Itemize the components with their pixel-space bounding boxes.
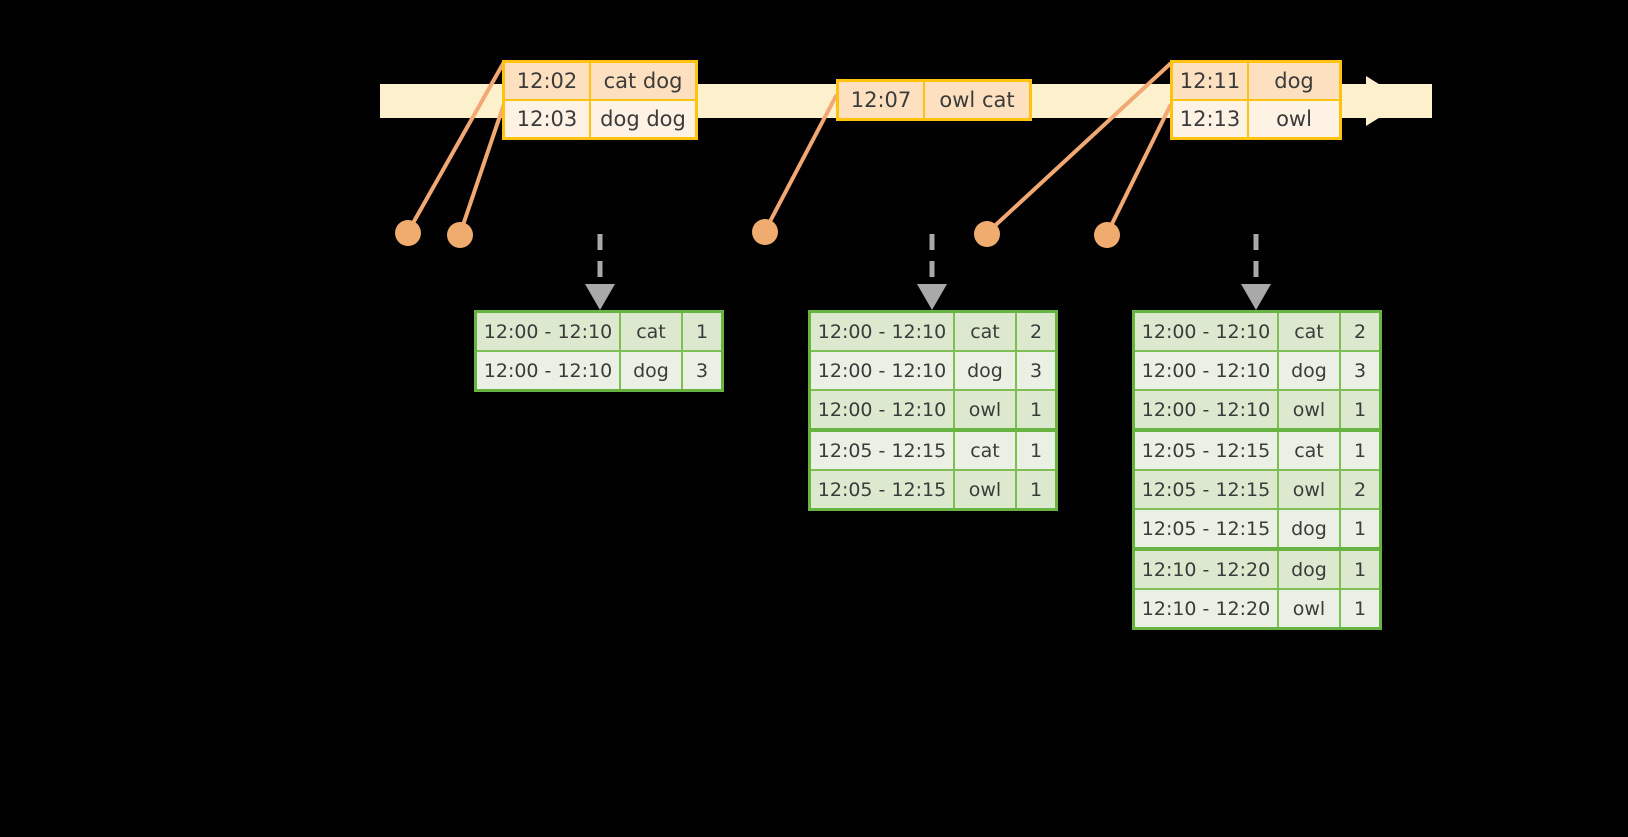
cell-count: 1 xyxy=(683,313,721,350)
cell-count: 1 xyxy=(1017,432,1055,469)
event-words: owl xyxy=(1249,101,1339,137)
event-words: owl cat xyxy=(925,82,1029,118)
cell-word: dog xyxy=(1279,352,1341,389)
event-dot-2 xyxy=(447,222,473,248)
event-words: dog xyxy=(1249,63,1339,99)
cell-word: dog xyxy=(621,352,683,389)
cell-word: owl xyxy=(1279,471,1341,508)
event-words: cat dog xyxy=(591,63,695,99)
cell-count: 1 xyxy=(1341,510,1379,547)
connector-line-2 xyxy=(458,102,506,236)
cell-count: 2 xyxy=(1017,313,1055,350)
cell-count: 1 xyxy=(1017,471,1055,508)
cell-window: 12:00 - 12:10 xyxy=(811,391,955,428)
event-row: 12:03 dog dog xyxy=(505,99,695,137)
event-group-1[interactable]: 12:02 cat dog 12:03 dog dog xyxy=(502,60,698,140)
cell-word: dog xyxy=(1279,551,1341,588)
cell-window: 12:00 - 12:10 xyxy=(1135,313,1279,350)
cell-word: cat xyxy=(955,313,1017,350)
cell-word: owl xyxy=(1279,590,1341,627)
cell-window: 12:00 - 12:10 xyxy=(811,313,955,350)
cell-count: 1 xyxy=(1341,432,1379,469)
event-row: 12:02 cat dog xyxy=(505,63,695,99)
event-group-2[interactable]: 12:07 owl cat xyxy=(836,79,1032,121)
event-row: 12:11 dog xyxy=(1173,63,1339,99)
cell-count: 1 xyxy=(1341,590,1379,627)
cell-count: 1 xyxy=(1017,391,1055,428)
cell-word: cat xyxy=(621,313,683,350)
cell-window: 12:00 - 12:10 xyxy=(1135,352,1279,389)
flow-arrow-head-1 xyxy=(585,284,615,310)
event-words: dog dog xyxy=(591,101,695,137)
cell-word: owl xyxy=(955,391,1017,428)
event-row: 12:13 owl xyxy=(1173,99,1339,137)
event-time: 12:07 xyxy=(839,82,925,118)
cell-word: cat xyxy=(955,432,1017,469)
cell-word: dog xyxy=(955,352,1017,389)
cell-word: owl xyxy=(1279,391,1341,428)
cell-count: 3 xyxy=(1341,352,1379,389)
cell-window: 12:00 - 12:10 xyxy=(477,313,621,350)
cell-window: 12:05 - 12:15 xyxy=(1135,432,1279,469)
cell-window: 12:10 - 12:20 xyxy=(1135,590,1279,627)
cell-count: 2 xyxy=(1341,471,1379,508)
event-time: 12:11 xyxy=(1173,63,1249,99)
cell-word: cat xyxy=(1279,313,1341,350)
flow-arrow-head-2 xyxy=(917,284,947,310)
cell-count: 1 xyxy=(1341,391,1379,428)
cell-word: owl xyxy=(955,471,1017,508)
cell-window: 12:05 - 12:15 xyxy=(811,471,955,508)
event-time: 12:13 xyxy=(1173,101,1249,137)
cell-count: 3 xyxy=(1017,352,1055,389)
cell-count: 1 xyxy=(1341,551,1379,588)
cell-window: 12:05 - 12:15 xyxy=(1135,471,1279,508)
cell-window: 12:05 - 12:15 xyxy=(811,432,955,469)
cell-count: 2 xyxy=(1341,313,1379,350)
event-time: 12:03 xyxy=(505,101,591,137)
cell-count: 3 xyxy=(683,352,721,389)
connector-line-5 xyxy=(1105,104,1172,236)
event-row: 12:07 owl cat xyxy=(839,82,1029,118)
flow-arrow-head-3 xyxy=(1241,284,1271,310)
event-dot-5 xyxy=(1094,222,1120,248)
timeline-arrowhead xyxy=(1366,76,1406,126)
cell-window: 12:00 - 12:10 xyxy=(811,352,955,389)
event-dot-1 xyxy=(395,220,421,246)
event-dot-3 xyxy=(752,219,778,245)
cell-window: 12:00 - 12:10 xyxy=(1135,391,1279,428)
cell-window: 12:00 - 12:10 xyxy=(477,352,621,389)
cell-window: 12:10 - 12:20 xyxy=(1135,551,1279,588)
event-dot-4 xyxy=(974,221,1000,247)
cell-word: cat xyxy=(1279,432,1341,469)
cell-window: 12:05 - 12:15 xyxy=(1135,510,1279,547)
cell-word: dog xyxy=(1279,510,1341,547)
event-group-3[interactable]: 12:11 dog 12:13 owl xyxy=(1170,60,1342,140)
event-time: 12:02 xyxy=(505,63,591,99)
